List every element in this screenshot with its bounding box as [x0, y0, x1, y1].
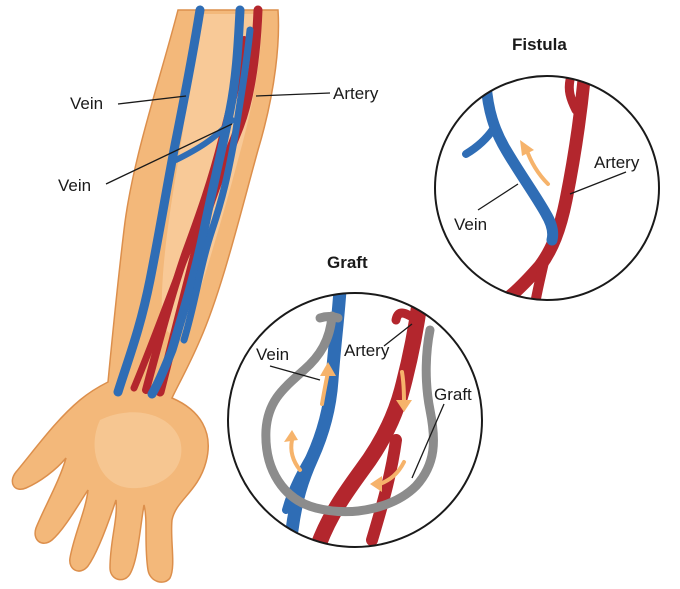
graft-label-artery: Artery — [344, 341, 390, 360]
arm-vein-third — [180, 26, 254, 344]
arm-label-vein-lower: Vein — [58, 176, 91, 195]
graft-inset — [227, 292, 483, 548]
fistula-leader-artery — [569, 171, 627, 195]
fistula-title: Fistula — [512, 35, 567, 54]
graft-circle-border — [227, 292, 483, 548]
arm-leader-artery — [255, 92, 331, 97]
graft-label-graft: Graft — [434, 385, 472, 404]
graft-leader-vein — [269, 365, 321, 381]
arm-vein-cross — [173, 117, 235, 163]
fistula-label-vein: Vein — [454, 215, 487, 234]
fistula-leader-vein — [477, 183, 519, 211]
graft-artery-branch — [391, 308, 419, 325]
arm-vein-main — [113, 5, 205, 397]
fistula-vein-branch — [462, 124, 498, 158]
graft-flow-arrow-loop-right — [378, 460, 406, 486]
graft-flow-arrowhead-loop-left — [284, 430, 298, 442]
graft-flow-arrow-loop-left — [289, 438, 302, 472]
graft-artery-right — [366, 434, 402, 546]
graft-title: Graft — [327, 253, 368, 272]
graft-flow-arrowhead-artery — [396, 400, 412, 412]
fistula-flow-arrowhead — [520, 140, 534, 156]
arm-label-artery: Artery — [333, 84, 379, 103]
graft-tube-cap — [315, 312, 343, 323]
graft-label-vein: Vein — [256, 345, 289, 364]
fistula-vein — [480, 78, 559, 246]
graft-tube — [261, 311, 438, 517]
fistula-artery-lower — [529, 257, 549, 300]
fistula-inset — [434, 75, 660, 301]
arm-label-vein-upper: Vein — [70, 94, 103, 113]
graft-flow-arrowhead-loop-right — [370, 476, 382, 492]
graft-flow-arrowhead-vein — [320, 362, 336, 376]
graft-vein — [285, 293, 347, 537]
palm-highlight — [94, 412, 182, 489]
arm-vein-second — [147, 5, 245, 399]
graft-leader-artery — [383, 323, 413, 347]
fistula-artery — [493, 76, 591, 300]
graft-vein-branch — [282, 446, 318, 514]
fistula-artery-branch — [564, 76, 581, 115]
fistula-label-artery: Artery — [594, 153, 640, 172]
arm-illustration — [11, 5, 280, 583]
arm-leader-vein-upper — [117, 95, 187, 105]
graft-artery — [310, 293, 428, 547]
graft-flow-arrow-artery — [400, 370, 406, 404]
graft-leader-graft — [411, 403, 445, 479]
fistula-circle-border — [434, 75, 660, 301]
arm-leader-vein-lower — [105, 123, 233, 185]
